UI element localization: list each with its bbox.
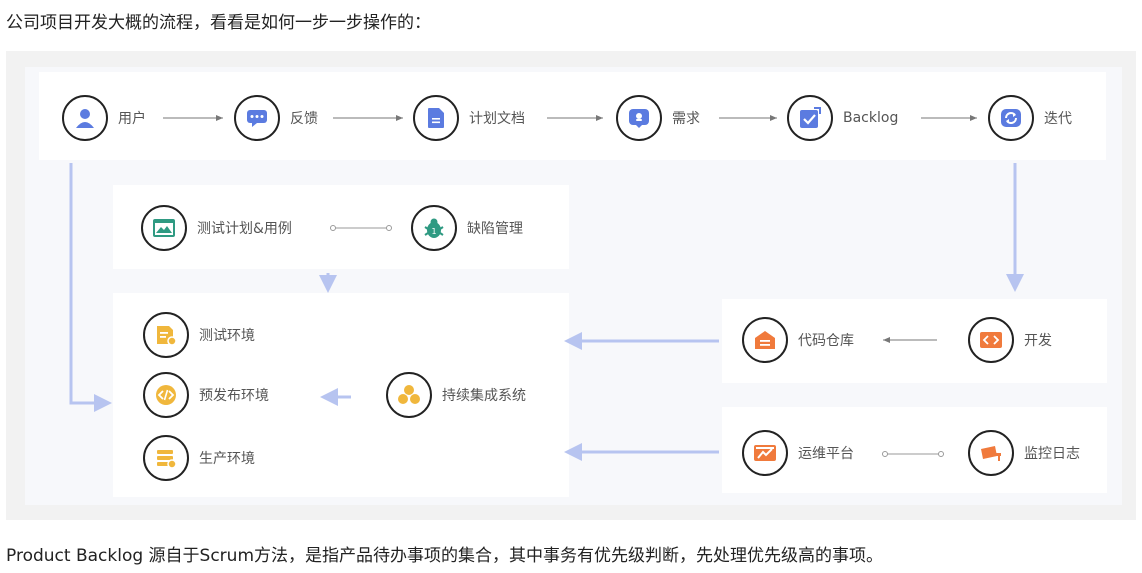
node-backlog: Backlog: [787, 95, 898, 141]
node-monitoring-log: 监控日志: [968, 430, 1080, 476]
node-user: 用户: [62, 95, 146, 141]
node-label: 需求: [672, 111, 700, 127]
workflow-canvas: 用户 反馈 计划文档 需求 Backlog: [25, 67, 1122, 505]
node-plan-doc: 计划文档: [413, 95, 525, 141]
code-icon: [143, 372, 189, 418]
test-env-icon: [143, 312, 189, 358]
node-label: 测试计划&用例: [197, 221, 292, 237]
node-label: 迭代: [1044, 111, 1072, 127]
node-test-env: 测试环境: [143, 312, 255, 358]
arrow-user-to-environments: [69, 163, 112, 412]
node-label: 用户: [118, 111, 146, 127]
svg-text:1: 1: [431, 227, 436, 236]
chat-bubble-icon: [234, 95, 280, 141]
node-requirement: 需求: [616, 95, 700, 141]
node-label: 预发布环境: [199, 388, 269, 404]
repository-icon: [742, 317, 788, 363]
node-bug-management: 1 缺陷管理: [411, 205, 523, 251]
boxes-icon: [386, 372, 432, 418]
connectors: [69, 115, 1024, 461]
dev-code-icon: [968, 317, 1014, 363]
node-prerelease-env: 预发布环境: [143, 372, 269, 418]
node-test-plan: 测试计划&用例: [141, 205, 292, 251]
bug-icon: 1: [411, 205, 457, 251]
server-icon: [143, 435, 189, 481]
node-development: 开发: [968, 317, 1052, 363]
outro-paragraph: Product Backlog 源自于Scrum方法，是指产品待办事项的集合，其…: [6, 546, 884, 566]
document-icon: [413, 95, 459, 141]
node-code-repo: 代码仓库: [742, 317, 854, 363]
browser-window-icon: [141, 205, 187, 251]
camera-icon: [968, 430, 1014, 476]
node-label: Backlog: [843, 110, 899, 126]
node-label: 测试环境: [199, 328, 255, 344]
requirement-icon: [616, 95, 662, 141]
node-label: 计划文档: [469, 111, 525, 127]
node-label: 开发: [1024, 333, 1052, 349]
intro-paragraph: 公司项目开发大概的流程，看看是如何一步一步操作的：: [6, 13, 431, 33]
user-icon: [62, 95, 108, 141]
environment-panel: [113, 293, 569, 497]
ops-panel-icon: [742, 430, 788, 476]
workflow-figure: 用户 反馈 计划文档 需求 Backlog: [6, 51, 1136, 520]
node-label: 代码仓库: [798, 333, 854, 349]
checklist-icon: [787, 95, 833, 141]
node-ci-system: 持续集成系统: [386, 372, 526, 418]
node-label: 持续集成系统: [442, 388, 526, 404]
node-ops-platform: 运维平台: [742, 430, 854, 476]
node-iteration: 迭代: [988, 95, 1072, 141]
node-production-env: 生产环境: [143, 435, 255, 481]
cycle-icon: [988, 95, 1034, 141]
node-label: 监控日志: [1024, 446, 1080, 462]
node-label: 反馈: [290, 111, 318, 127]
node-feedback: 反馈: [234, 95, 318, 141]
node-label: 运维平台: [798, 446, 854, 462]
node-label: 生产环境: [199, 451, 255, 467]
test-panel: [113, 185, 569, 269]
node-label: 缺陷管理: [467, 221, 523, 237]
